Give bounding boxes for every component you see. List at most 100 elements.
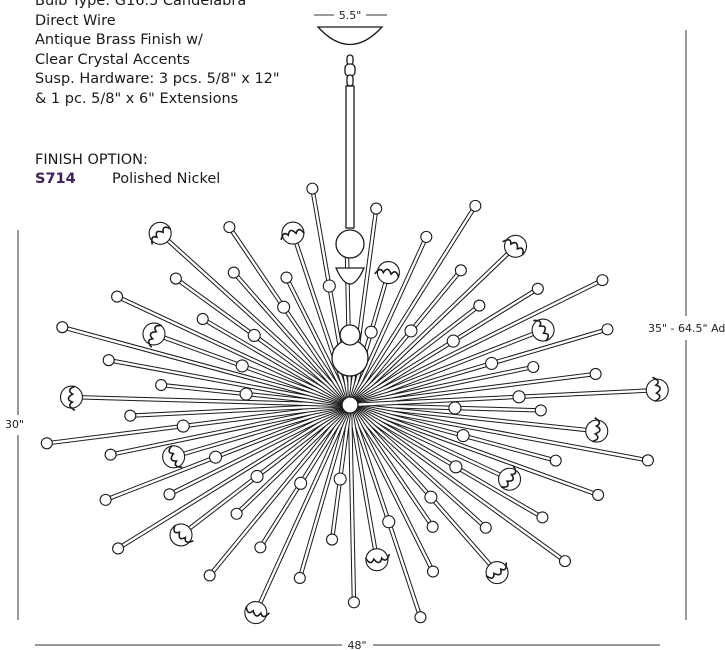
mid-ball	[512, 390, 526, 404]
finish-name: Polished Nickel	[112, 171, 221, 187]
rod-ball	[104, 448, 117, 461]
canopy-width-label: 5.5"	[339, 9, 362, 22]
dimension-lines	[17, 14, 687, 646]
rod-ball	[558, 555, 572, 568]
rod-ball	[124, 409, 137, 422]
center-hub	[341, 396, 359, 414]
rod-ball	[370, 202, 383, 215]
rod-ball	[155, 378, 168, 392]
rod-ball	[426, 520, 439, 533]
rod-ball	[589, 367, 602, 381]
top-bulb	[335, 229, 365, 259]
rod-ball	[426, 565, 440, 578]
mid-ball	[424, 490, 438, 504]
rod-ball	[531, 282, 544, 295]
bulb	[162, 445, 186, 469]
crystal-cup	[280, 228, 305, 241]
rod-ball	[536, 511, 549, 524]
crystal-cup	[150, 226, 172, 245]
crystal-cup	[374, 268, 400, 278]
bulb	[485, 561, 509, 585]
bulb	[59, 385, 84, 409]
rod-ball	[306, 182, 319, 195]
rod-ball	[99, 493, 112, 506]
bulb	[142, 322, 166, 346]
finish-code: S714	[35, 171, 76, 187]
mid-ball	[404, 324, 418, 338]
rod-ball	[196, 312, 209, 326]
mid-ball	[382, 515, 396, 529]
finish-options: FINISH OPTION: S714 Polished Nickel	[35, 151, 220, 189]
rod-ball	[549, 454, 562, 467]
rod-ball	[230, 507, 243, 520]
rod-ball	[40, 437, 53, 450]
rod-ball	[596, 274, 609, 287]
bulb	[531, 318, 555, 342]
mid-ball	[209, 450, 223, 464]
rod-ball	[641, 454, 654, 467]
crystal-cup	[533, 319, 550, 342]
rod-ball	[203, 569, 216, 582]
rod-ball	[112, 542, 125, 555]
mid-ball	[176, 419, 190, 433]
crystal-cup	[245, 606, 270, 618]
rod-ball	[111, 290, 124, 303]
rod-ball	[534, 404, 547, 417]
finish-heading: FINISH OPTION:	[35, 152, 148, 168]
mid-ball	[294, 476, 308, 490]
mid-ball	[235, 359, 249, 373]
spec-hardware: Susp. Hardware: 3 pcs. 5/8" x 12"	[35, 71, 280, 87]
mid-ball	[448, 401, 462, 415]
chain-link	[346, 74, 354, 87]
fixture-height-label: 30"	[5, 418, 24, 431]
crystal-cup	[652, 376, 661, 403]
rod-ball	[592, 488, 605, 501]
rod	[348, 402, 567, 564]
rod-ball	[56, 321, 69, 334]
canopy-assembly	[316, 26, 384, 229]
spec-list: Bulb Type: G16.5 Candelabra Direct Wire …	[35, 0, 280, 109]
rod-ball	[414, 611, 427, 624]
rod-ball	[454, 264, 467, 277]
suspension-stem	[345, 85, 355, 229]
crystal-cup	[173, 524, 194, 543]
mid-ball	[485, 356, 499, 370]
mid-ball	[277, 300, 291, 314]
rod-ball	[601, 323, 614, 336]
crystal-cup	[502, 239, 524, 256]
spec-accents: Clear Crystal Accents	[35, 51, 190, 68]
rod-ball	[473, 299, 486, 312]
crystal-cup	[485, 562, 508, 579]
mid-ball	[247, 328, 261, 342]
spec-finish: Antique Brass Finish w/	[35, 32, 203, 48]
crystal-cup	[500, 465, 517, 488]
spec-extensions: & 1 pc. 5/8" x 6" Extensions	[35, 90, 239, 107]
rod-ball	[347, 596, 360, 609]
center-bulb-upper	[339, 324, 361, 346]
center-body	[331, 229, 369, 414]
crystal-cup	[168, 444, 183, 469]
spec-bulb-type: Bulb Type: G16.5 Candelabra	[35, 0, 247, 9]
mid-ball	[449, 460, 463, 474]
sputnik-burst	[40, 182, 669, 625]
rod-ball	[469, 199, 482, 212]
mid-ball	[239, 387, 253, 401]
mid-ball	[333, 472, 347, 486]
rod-ball	[254, 541, 267, 554]
rod-ball	[223, 221, 236, 234]
bulb	[244, 601, 268, 625]
rod-ball	[479, 521, 492, 534]
canopy	[316, 26, 384, 46]
rod-ball	[527, 360, 540, 374]
mid-ball	[250, 469, 264, 483]
rod-ball	[325, 533, 339, 546]
mid-ball	[322, 279, 336, 293]
rod-ball	[227, 266, 240, 279]
crystal-cup	[67, 385, 76, 411]
crystal-cup	[147, 324, 162, 348]
center-cup	[335, 267, 365, 285]
rod-ball	[102, 354, 115, 367]
finish-option-row: S714 Polished Nickel	[35, 170, 220, 189]
crystal-cup	[591, 416, 601, 443]
